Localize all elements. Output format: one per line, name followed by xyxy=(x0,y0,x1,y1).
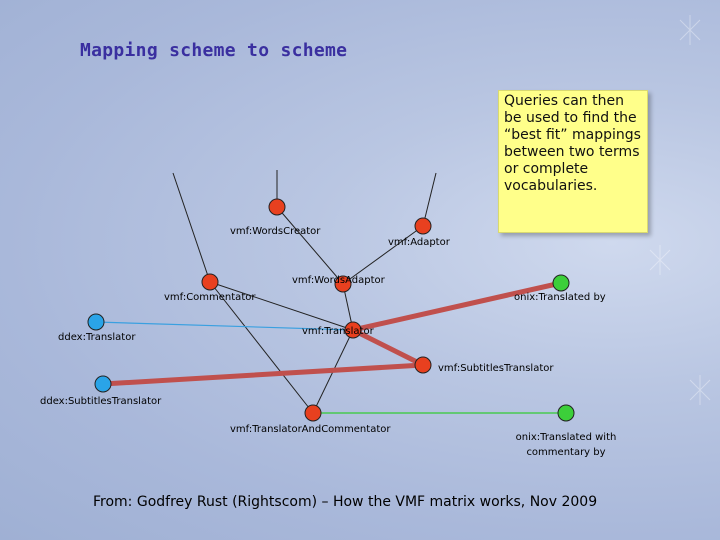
node-words-adaptor[interactable] xyxy=(334,275,352,293)
label-translator: vmf:Translator xyxy=(302,326,374,337)
mapping-lines xyxy=(100,280,564,387)
node-ddex-translator[interactable] xyxy=(87,313,105,331)
line-wordscreator-wordsadaptor xyxy=(276,206,344,285)
slide-title: Mapping scheme to scheme xyxy=(80,40,348,61)
callout-note: Queries can then be used to find the “be… xyxy=(498,90,648,233)
node-onix-translated-by[interactable] xyxy=(552,274,570,292)
label-adaptor: vmf:Adaptor xyxy=(388,237,450,248)
mapping-subtitles-ddex xyxy=(100,362,426,387)
node-adaptor[interactable] xyxy=(414,217,432,235)
node-subtitles-translator[interactable] xyxy=(414,356,432,374)
label-translator-and-commentator: vmf:TranslatorAndCommentator xyxy=(230,424,391,435)
label-ddex-translator: ddex:Translator xyxy=(58,332,136,343)
line-commentator-up xyxy=(172,172,211,283)
source-credit: From: Godfrey Rust (Rightscom) – How the… xyxy=(93,494,598,510)
node-translator-and-commentator[interactable] xyxy=(304,404,322,422)
line-commentator-tac xyxy=(209,281,314,414)
label-onix-translated-with-commentary: onix:Translated with commentary by xyxy=(515,432,617,458)
ddex-translator-link xyxy=(95,321,354,331)
node-ddex-subtitles-translator[interactable] xyxy=(94,375,112,393)
label-words-creator: vmf:WordsCreator xyxy=(230,226,321,237)
snowflake-decor xyxy=(649,15,711,405)
node-words-creator[interactable] xyxy=(268,198,286,216)
label-commentator: vmf:Commentator xyxy=(164,292,256,303)
mapping-translator-subtitles xyxy=(350,327,426,368)
label-words-adaptor: vmf:WordsAdaptor xyxy=(292,275,385,286)
mapping-onix-translator xyxy=(350,280,564,333)
label-subtitles-translator: vmf:SubtitlesTranslator xyxy=(438,363,554,374)
label-onix-translated-by: onix:Translated by xyxy=(514,292,606,303)
line-adaptor-wordsadaptor xyxy=(342,225,424,285)
node-commentator[interactable] xyxy=(201,273,219,291)
label-ddex-subtitles-translator: ddex:SubtitlesTranslator xyxy=(40,396,162,407)
line-commentator-translator xyxy=(209,281,354,331)
line-adaptor-up xyxy=(422,172,437,227)
node-onix-translated-with-commentary[interactable] xyxy=(557,404,575,422)
node-translator[interactable] xyxy=(344,321,362,339)
